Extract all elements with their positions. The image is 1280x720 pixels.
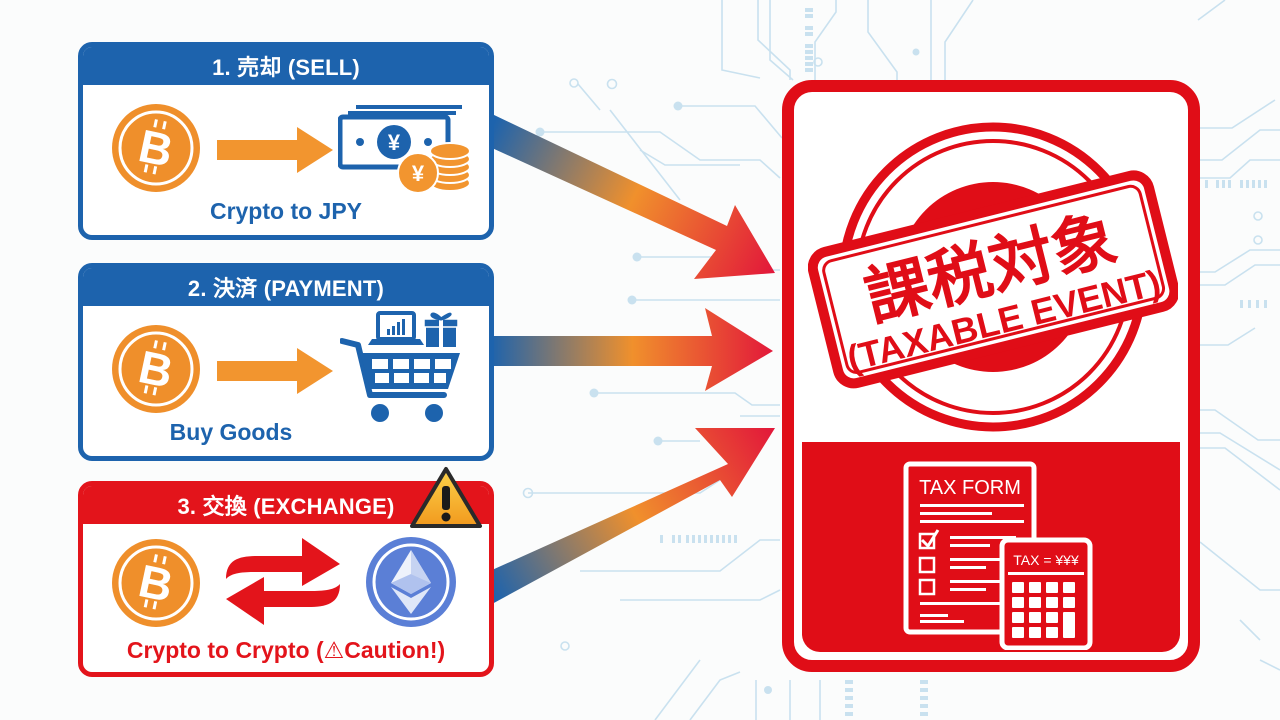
panel-sell-caption: Crypto to JPY bbox=[209, 198, 363, 224]
right-arrow-icon bbox=[217, 127, 333, 173]
panel-payment-caption: Buy Goods bbox=[169, 419, 293, 445]
rubber-stamp-icon: 課税対象 (TAXABLE EVENT) bbox=[808, 122, 1178, 432]
right-arrow-icon bbox=[217, 348, 333, 394]
svg-text:¥: ¥ bbox=[412, 161, 425, 186]
ethereum-coin-icon bbox=[366, 537, 456, 627]
panel-exchange: 3. 交換 (EXCHANGE) B Crypto to Crypto (⚠Ca… bbox=[78, 481, 494, 677]
panel-exchange-caption: Crypto to Crypto (⚠Caution!) bbox=[126, 637, 446, 663]
swap-arrows-icon bbox=[226, 538, 340, 625]
tax-form-title: TAX FORM bbox=[919, 477, 1021, 499]
panel-sell-header: 1. 売却 (SELL) bbox=[83, 47, 489, 85]
flow-arrow-exchange bbox=[492, 428, 775, 604]
panel-exchange-header: 3. 交換 (EXCHANGE) bbox=[83, 486, 489, 524]
svg-text:¥: ¥ bbox=[388, 130, 401, 155]
panel-sell: 1. 売却 (SELL) B ¥ bbox=[78, 42, 494, 240]
flow-arrow-sell bbox=[492, 114, 775, 279]
taxable-event-card: 課税対象 (TAXABLE EVENT) TAX FORM bbox=[782, 80, 1200, 672]
warning-triangle-icon bbox=[410, 467, 482, 528]
shopping-cart-icon bbox=[340, 311, 460, 422]
bitcoin-coin-icon: B bbox=[112, 104, 200, 192]
bitcoin-coin-icon: B bbox=[112, 539, 200, 627]
calculator-icon: TAX = ¥¥¥ bbox=[999, 537, 1093, 650]
bitcoin-coin-icon: B bbox=[112, 325, 200, 413]
panel-payment-header: 2. 決済 (PAYMENT) bbox=[83, 268, 489, 306]
yen-cash-and-coins-icon: ¥ ¥ bbox=[338, 105, 471, 194]
panel-payment: 2. 決済 (PAYMENT) B bbox=[78, 263, 494, 461]
flow-arrow-payment bbox=[492, 308, 773, 391]
tax-document-section: TAX FORM bbox=[802, 442, 1180, 652]
calculator-display: TAX = ¥¥¥ bbox=[1013, 552, 1079, 568]
tax-form-icon: TAX FORM bbox=[903, 461, 1093, 650]
